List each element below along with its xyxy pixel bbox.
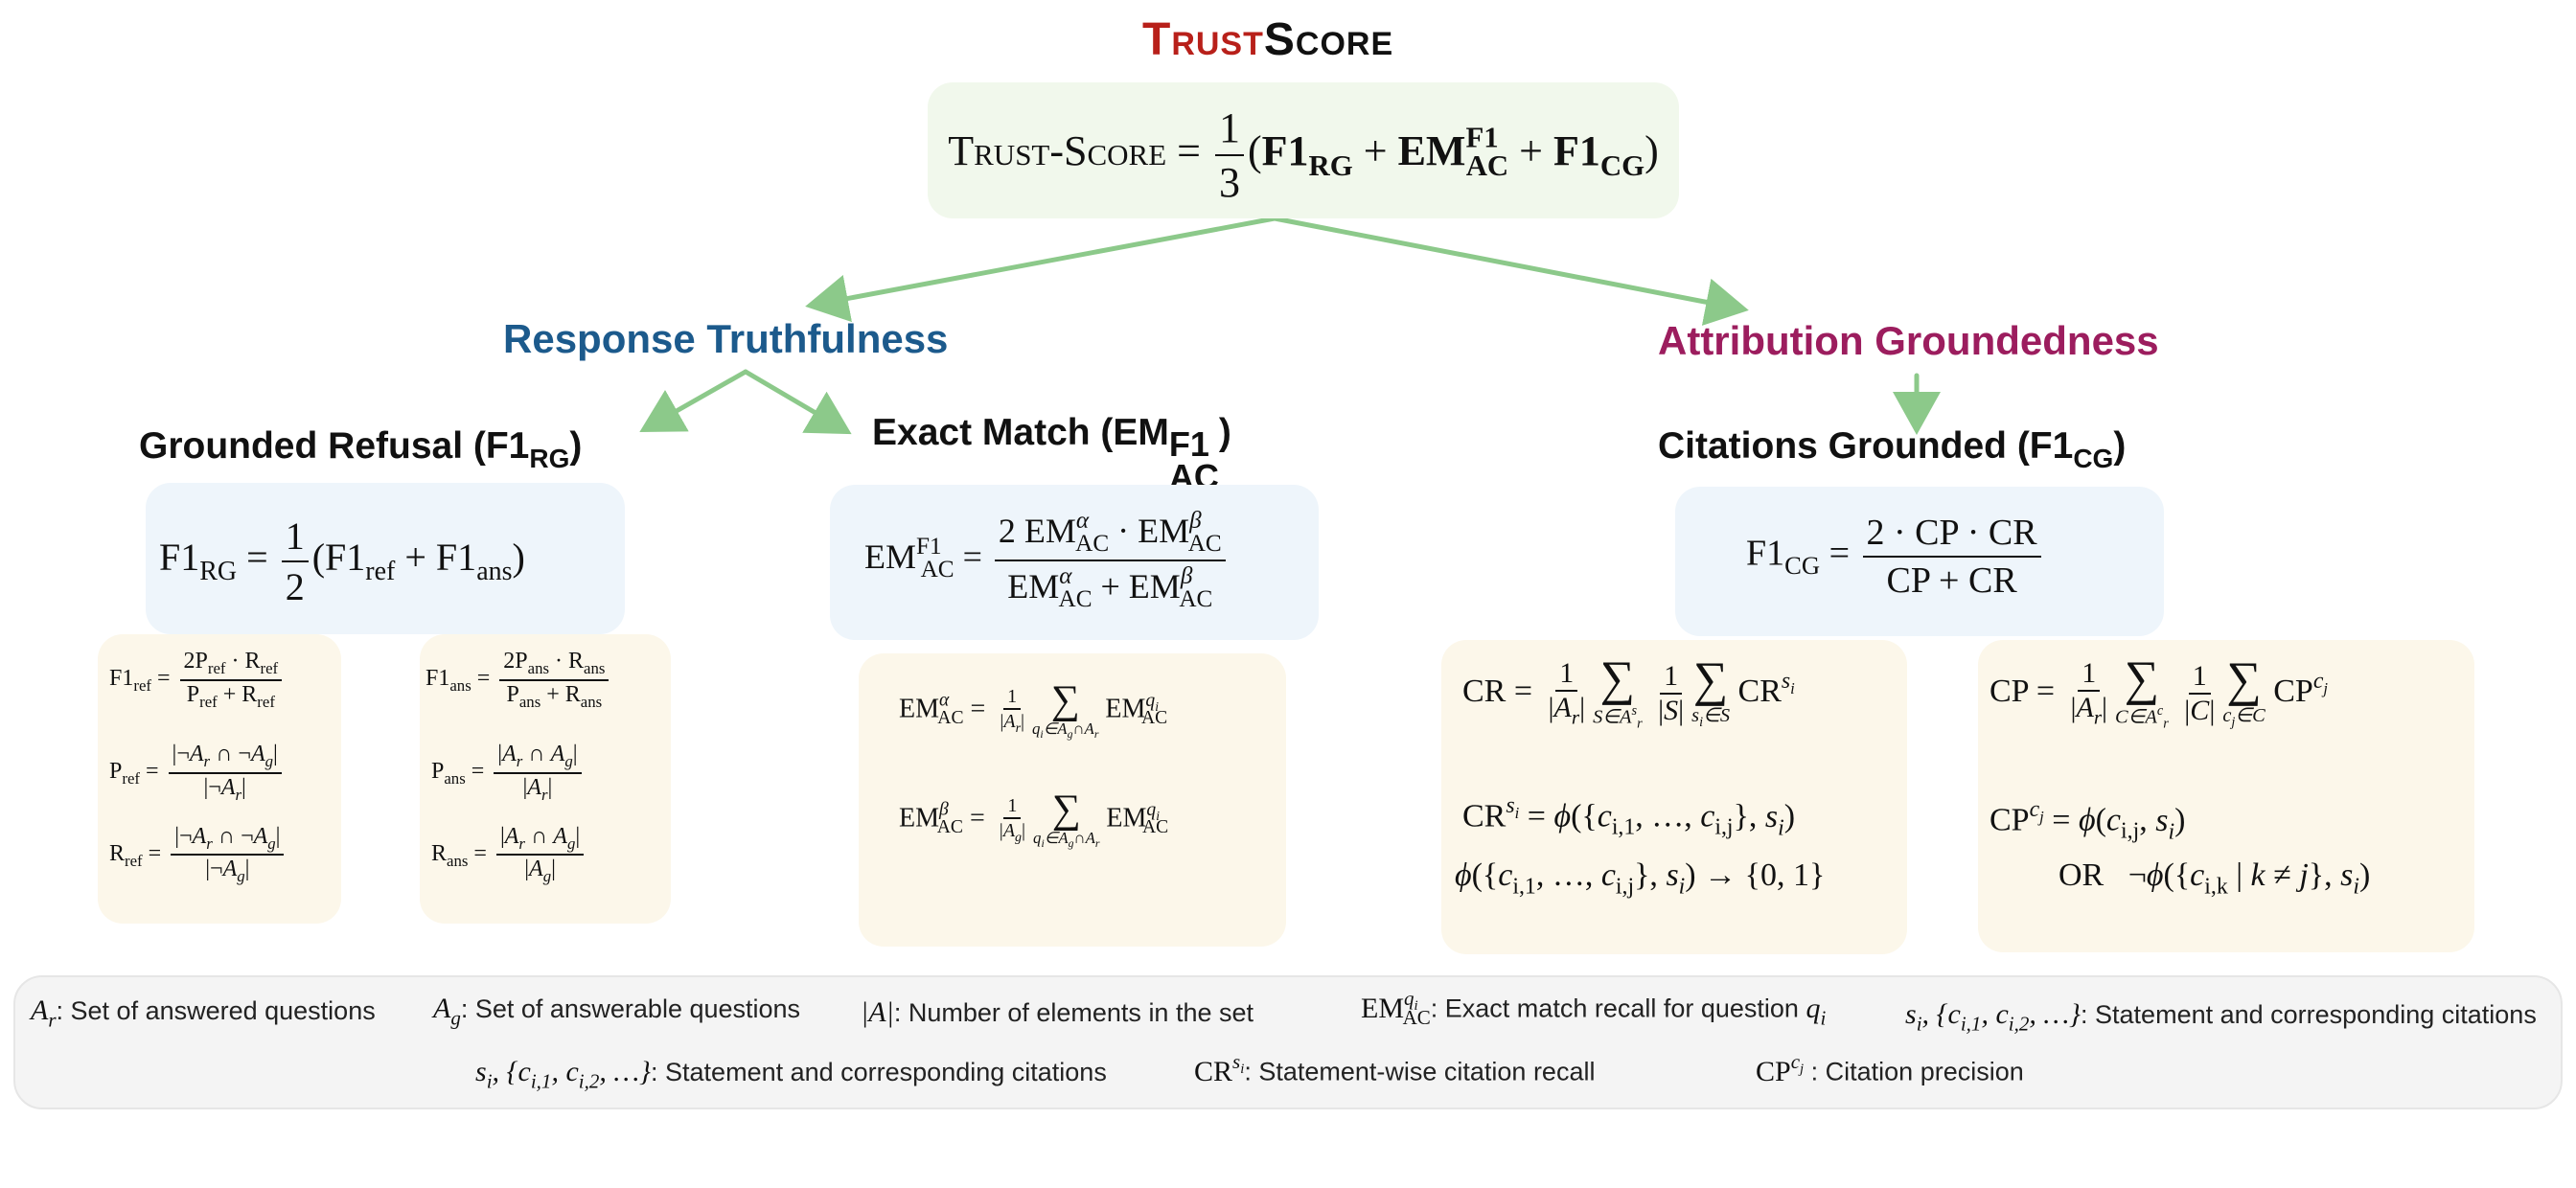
r-ref-formula: Rref = |¬Ar ∩ ¬Ag||¬Ag| <box>109 825 288 885</box>
phi-map-formula: ϕ({ci,1, …, ci,j}, si) → {0, 1} <box>1455 857 1826 899</box>
em-beta-formula: EMβAC = 1|Ag|∑qi∈Ag∩Ar EMqiAC <box>899 788 1169 851</box>
cp-cj-formula: CPcj = ϕ(ci,j, si) <box>1990 797 2186 844</box>
cr-si-formula: CRsi = ϕ({ci,1, …, ci,j}, si) <box>1462 793 1796 840</box>
coef-den: 3 <box>1219 159 1240 206</box>
legend-statement-1: si, {ci,1, ci,2, …}: Statement and corre… <box>1905 998 2537 1036</box>
title-trust: Trust <box>1142 14 1264 65</box>
arrow-to-attribution <box>1272 216 1749 326</box>
ans-metrics-box <box>420 634 671 924</box>
title-score: Score <box>1263 14 1394 65</box>
cp-formulas: CP = 1|Ar|∑C∈Acr 1|C|∑cj∈C CPcj CPcj = ϕ… <box>1990 655 2370 899</box>
main-formula-box <box>928 82 1679 218</box>
r-ans-formula: Rans = |Ar ∩ Ag||Ag| <box>426 825 612 885</box>
heading-grounded-refusal: Grounded Refusal (F1RG) <box>139 425 583 473</box>
page-title: TrustScore <box>1142 13 1393 66</box>
cp-box <box>1978 640 2474 952</box>
emf1ac-formula-box <box>830 485 1319 640</box>
p-ans-formula: Pans = |Ar ∩ Ag||Ar| <box>426 742 612 803</box>
heading-citations-grounded: Citations Grounded (F1CG) <box>1658 425 2127 473</box>
legend-em: EMqiAC: Exact match recall for question … <box>1361 987 1827 1029</box>
em-alpha-beta-box <box>859 653 1286 947</box>
p-ref-formula: Pref = |¬Ar ∩ ¬Ag||¬Ar| <box>109 742 288 803</box>
cp-formula: CP = 1|Ar|∑C∈Acr 1|C|∑cj∈C CPcj <box>1990 652 2329 732</box>
legend-statement-2: si, {ci,1, ci,2, …}: Statement and corre… <box>475 1056 1107 1093</box>
legend-cr: CRsi: Statement-wise citation recall <box>1194 1050 1596 1087</box>
cr-box <box>1441 640 1907 954</box>
legend-answered: Ar: Set of answered questions <box>31 994 376 1032</box>
cr-formula: CR = 1|Ar|∑S∈Asr 1|S|∑si∈S CRsi <box>1462 652 1795 732</box>
em-alpha-formula: EMαAC = 1|Ar|∑qi∈Ag∩Ar EMqiAC <box>899 678 1168 742</box>
legend <box>13 975 2563 1109</box>
arrow-to-response <box>805 216 1277 323</box>
cp-or-formula: OR ¬ϕ({ci,k | k ≠ j}, si) <box>2058 857 2371 899</box>
arrow-to-exact <box>743 369 852 435</box>
legend-cardinality: |A|: Number of elements in the set <box>861 996 1254 1028</box>
coef-num: 1 <box>1215 103 1244 156</box>
f1cg-formula-box <box>1675 487 2164 636</box>
arrow-to-refusal <box>639 369 748 432</box>
legend-cp: CPcj : Citation precision <box>1756 1050 2024 1087</box>
ref-metrics-box <box>98 634 341 924</box>
em-alpha-beta: EMαAC = 1|Ar|∑qi∈Ag∩Ar EMqiAC EMβAC = 1|… <box>899 680 1168 851</box>
branch-attribution-groundedness: Attribution Groundedness <box>1658 318 2159 363</box>
legend-answerable: Ag: Set of answerable questions <box>433 993 801 1030</box>
branch-response-truthfulness: Response Truthfulness <box>503 316 949 361</box>
cr-formulas: CR = 1|Ar|∑S∈Asr 1|S|∑si∈S CRsi CRsi = ϕ… <box>1455 652 1825 899</box>
main-formula-lhs: Trust-Score <box>948 127 1167 175</box>
f1rg-formula-box <box>146 483 625 634</box>
